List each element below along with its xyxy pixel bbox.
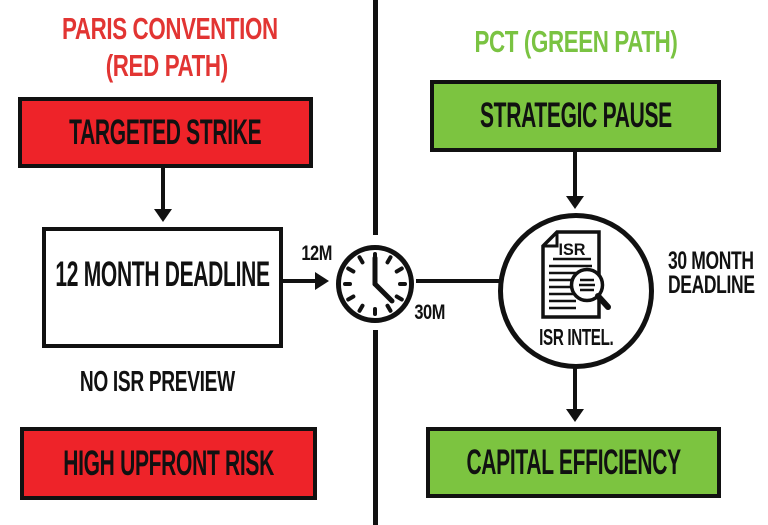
arrow-left-1-head	[154, 209, 172, 222]
node-strategic-pause-label: STRATEGIC PAUSE	[479, 96, 672, 135]
node-targeted-strike-label: TARGETED STRIKE	[69, 112, 262, 152]
node-capital-efficiency-label: CAPITAL EFFICIENCY	[466, 442, 681, 482]
node-high-upfront-risk-label: HIGH UPFRONT RISK	[63, 443, 274, 483]
right-path-title: PCT (GREEN PATH)	[474, 24, 677, 59]
isr-intel-caption: ISR INTEL.	[538, 324, 614, 350]
arrow-to-clock-head	[315, 272, 329, 290]
node-targeted-strike: TARGETED STRIKE	[18, 97, 313, 168]
arrow-left-1-line	[161, 168, 165, 210]
clock-label-12m: 12M	[301, 242, 333, 265]
arrow-right-1-line	[573, 152, 577, 197]
left-path-title-line2: (RED PATH)	[105, 48, 228, 83]
no-isr-preview-note: NO ISR PREVIEW	[79, 366, 235, 398]
magnifier-icon	[569, 267, 611, 310]
node-high-upfront-risk: HIGH UPFRONT RISK	[20, 427, 317, 500]
clock-icon	[336, 245, 414, 323]
30-month-deadline-label: 30 MONTH DEADLINE	[668, 247, 755, 299]
left-path-title: PARIS CONVENTION (RED PATH)	[20, 10, 313, 84]
center-divider-bottom	[373, 330, 378, 525]
node-12-month-deadline-label: 12 MONTH DEADLINE	[55, 255, 270, 294]
arrow-right-2-line	[573, 367, 577, 410]
node-12-month-deadline: 12 MONTH DEADLINE	[42, 227, 283, 348]
center-divider-top	[373, 0, 378, 235]
clock-to-isr-connector	[416, 279, 500, 283]
isr-document-icon: ISR	[541, 230, 611, 319]
left-path-title-line1: PARIS CONVENTION	[61, 11, 278, 46]
node-capital-efficiency: CAPITAL EFFICIENCY	[426, 427, 721, 498]
clock-label-30m: 30M	[414, 301, 446, 324]
arrow-to-clock-line	[283, 279, 316, 283]
node-strategic-pause: STRATEGIC PAUSE	[430, 80, 721, 152]
isr-document-label: ISR	[559, 240, 586, 259]
arrow-right-1-head	[566, 196, 584, 209]
arrow-right-2-head	[566, 409, 584, 422]
